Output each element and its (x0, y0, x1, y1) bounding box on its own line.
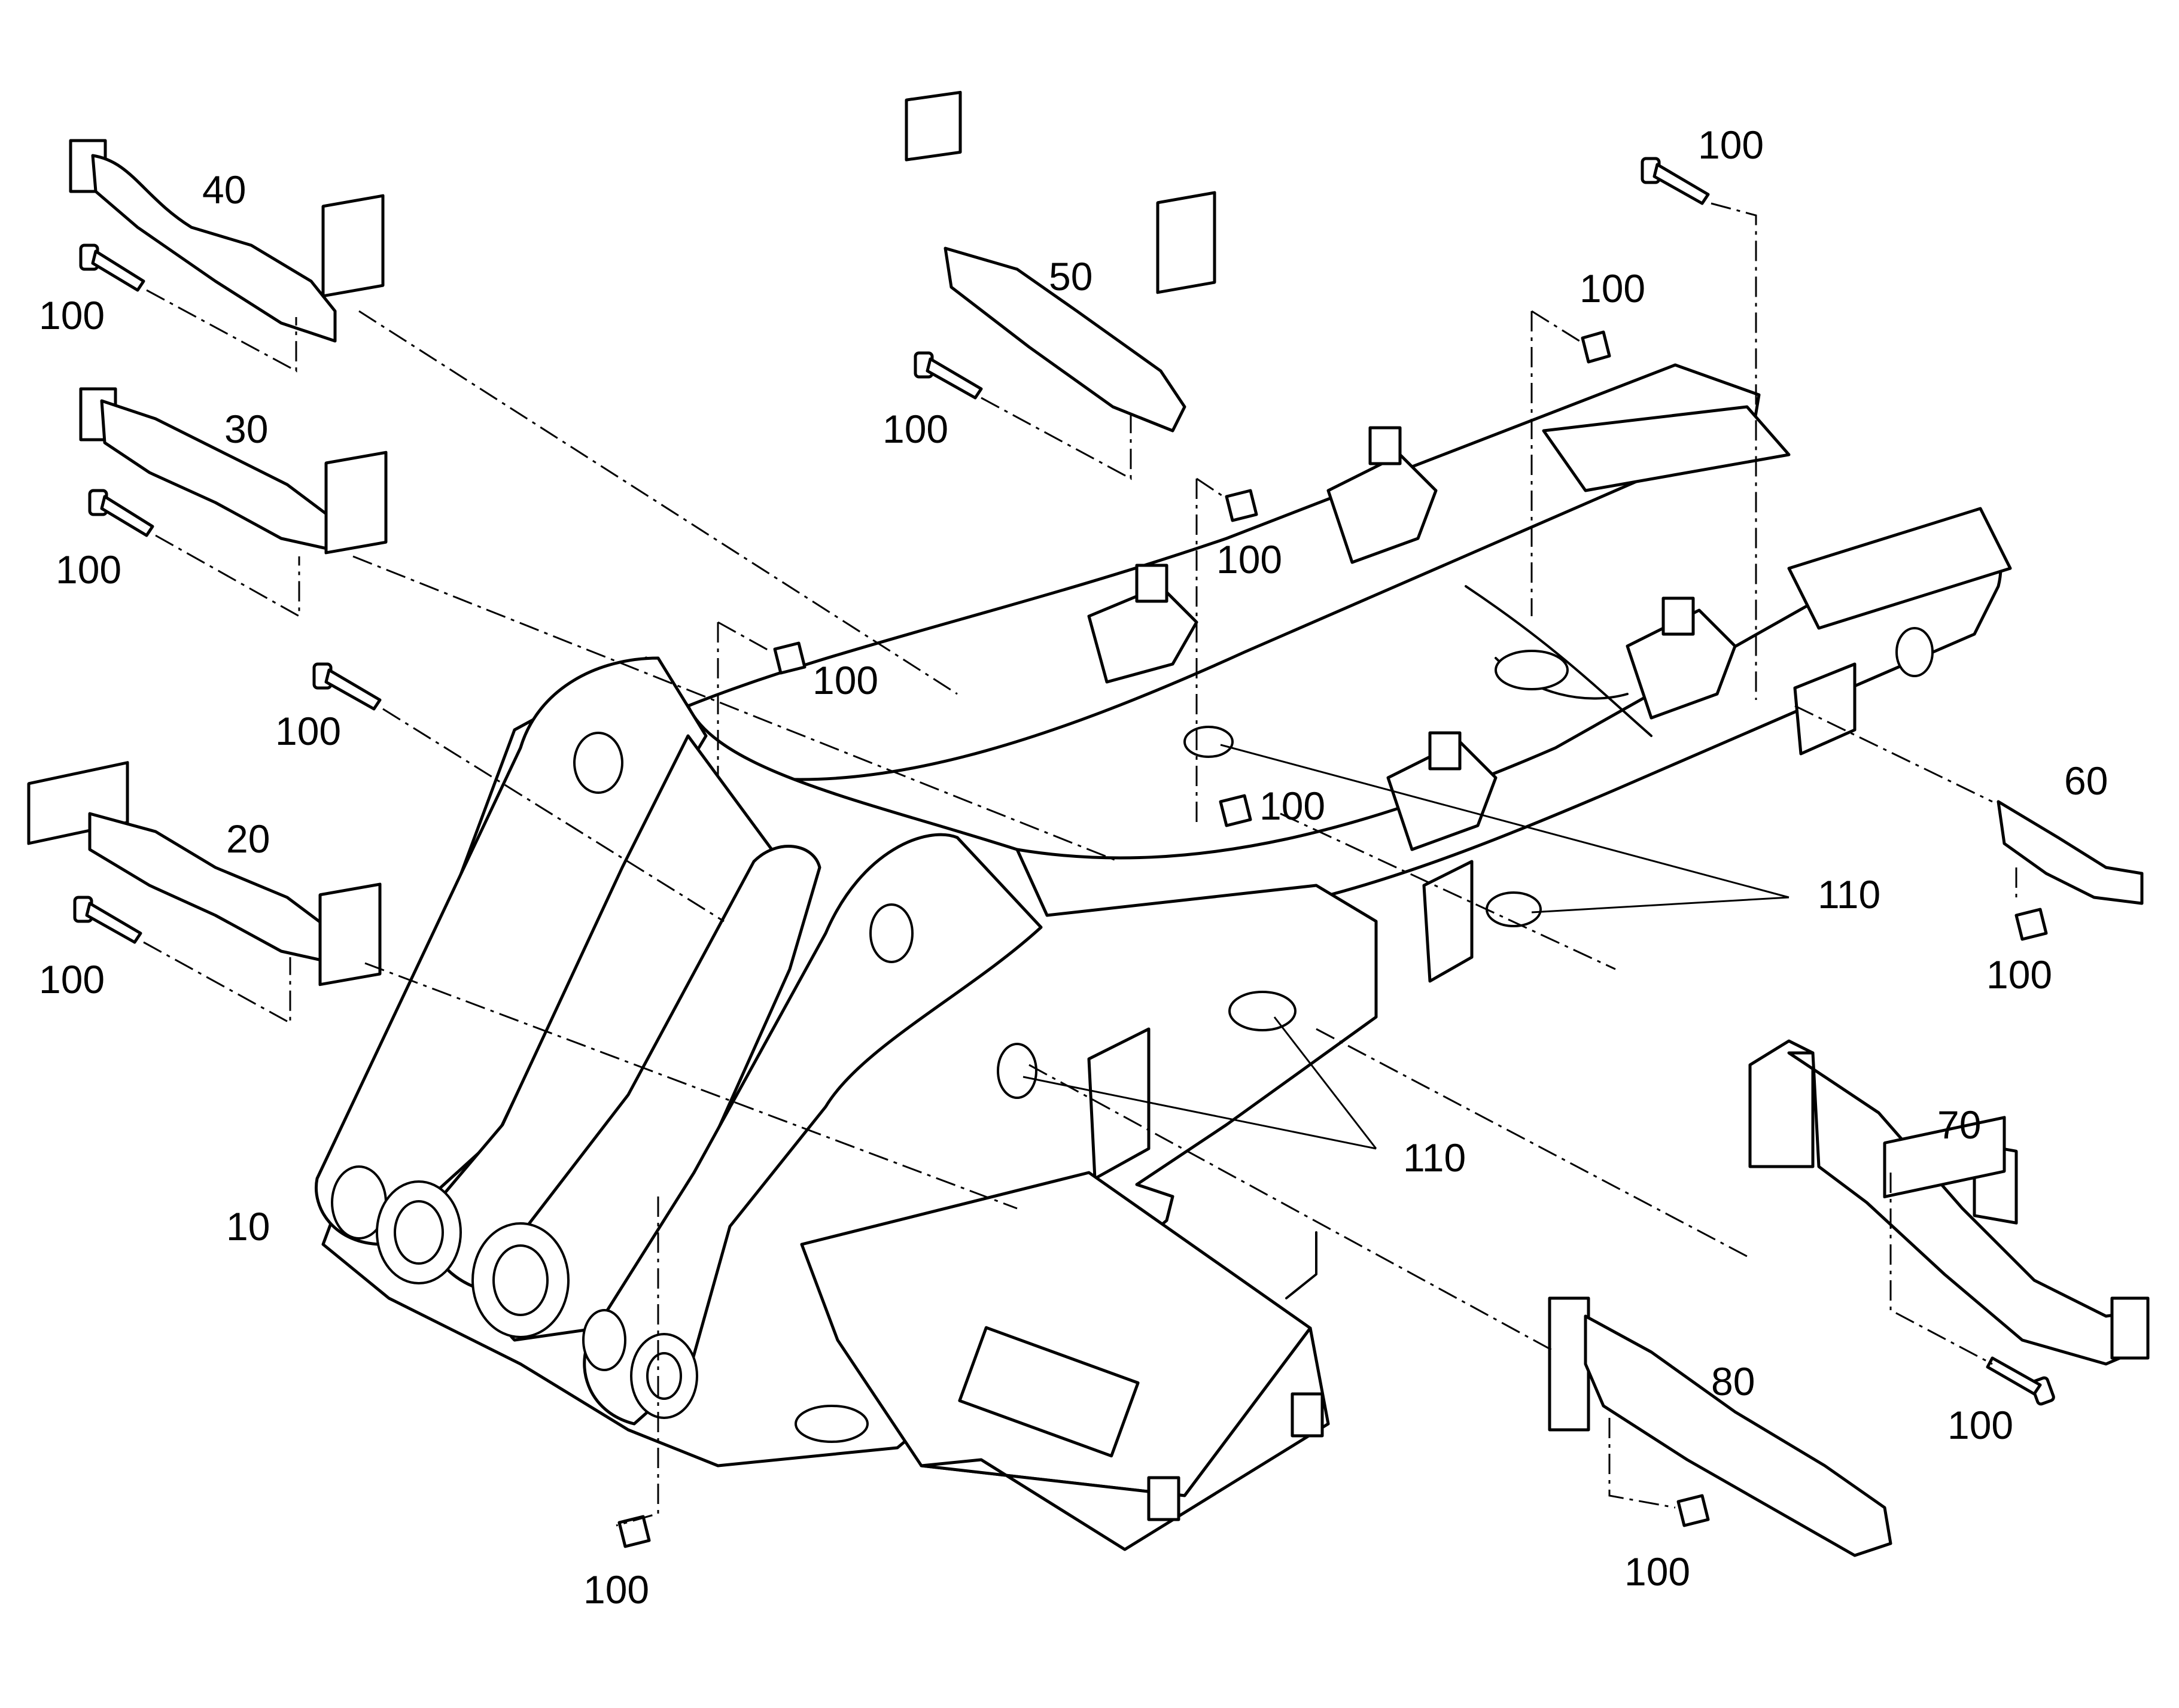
frame-rear-pad-right (1787, 507, 2012, 630)
side-plate-3 (1793, 662, 1857, 756)
bolt-30 (88, 489, 154, 537)
bore-lower-e-inner (646, 1352, 682, 1400)
frame-rear-pad-left (1542, 405, 1791, 492)
bushing-50 (1225, 489, 1258, 522)
callout-100-mid-bushing: 100 (812, 658, 878, 702)
leader-lines (143, 202, 2017, 1527)
callout-100-bracket-20: 100 (39, 957, 105, 1001)
bushing-top (1581, 330, 1611, 364)
main-frame (315, 363, 2012, 1551)
bushings (617, 330, 2048, 1548)
bolt-50 (914, 351, 983, 400)
bore-base (795, 1405, 869, 1443)
callout-100-bushing-50: 100 (1216, 537, 1282, 581)
callout-100-bottom-bushing: 100 (583, 1567, 649, 1612)
callout-100-top-right: 100 (1698, 123, 1764, 167)
callout-100-bracket-50: 100 (882, 407, 948, 451)
frame-arm-d (583, 833, 1043, 1426)
callout-30: 30 (224, 407, 268, 451)
front-deck-side (920, 1326, 1330, 1551)
callout-110-lower: 110 (1403, 1135, 1466, 1180)
bore-lower-c-inner (492, 1244, 549, 1316)
callout-100-mid-bolt: 100 (275, 709, 341, 753)
callout-100-top-bushing: 100 (1580, 266, 1645, 310)
lug-2-cap (1135, 564, 1168, 603)
frame-rear-bore (1895, 627, 1934, 677)
bushing-80 (1676, 1494, 1710, 1527)
lug-4-cap (1428, 731, 1462, 771)
bracket-40 (69, 139, 385, 343)
callout-10: 10 (226, 1204, 270, 1249)
bracket-70 (1748, 1039, 2150, 1366)
bore-top-d (869, 903, 914, 963)
lug-3-cap (1661, 596, 1695, 636)
callout-70: 70 (1937, 1103, 1981, 1147)
callout-80: 80 (1711, 1359, 1755, 1403)
side-plate-1 (1087, 1027, 1151, 1180)
front-deck-bracket-2 (1291, 1392, 1324, 1438)
bore-lower-d (582, 1309, 626, 1371)
callout-100-bushing-80: 100 (1624, 1549, 1690, 1594)
pointer-lines (1022, 744, 1790, 1150)
side-plate-2 (1422, 860, 1474, 983)
slot-110-c (1228, 991, 1297, 1031)
bore-top-a (573, 732, 623, 794)
front-deck-hook (1285, 1231, 1317, 1299)
callout-labels: 10 20 30 40 50 60 70 80 100 100 100 100 … (39, 123, 2108, 1612)
bolt-mid-left (312, 662, 382, 711)
bolt-20 (73, 896, 142, 944)
bracket-80 (1548, 1116, 2006, 1557)
front-deck-panel (958, 1326, 1140, 1458)
callout-100-bracket-30: 100 (56, 547, 121, 592)
front-deck-bracket-1 (1147, 1476, 1180, 1521)
callout-40: 40 (202, 168, 246, 212)
callout-50: 50 (1049, 254, 1092, 299)
callout-100-bracket-40: 100 (39, 293, 105, 337)
bracket-50 (905, 90, 1216, 433)
bushing-60 (2014, 908, 2048, 941)
bushing-bottom (617, 1515, 651, 1548)
callout-60: 60 (2064, 759, 2108, 803)
bolts (73, 157, 2055, 1406)
bolt-40 (79, 243, 145, 292)
callout-100-bushing-60: 100 (1986, 952, 2052, 997)
callout-110-upper: 110 (1818, 872, 1880, 917)
bolt-top-right (1641, 157, 1710, 205)
frame-center-hole (1495, 650, 1569, 690)
lug-1-cap (1368, 426, 1402, 465)
bushing-center (1219, 794, 1252, 827)
bushing-mid (773, 641, 807, 675)
bracket-20 (27, 761, 382, 987)
bore-lower-b-inner (394, 1200, 444, 1265)
bolt-70 (1986, 1356, 2055, 1406)
slot-110-a (1183, 726, 1234, 758)
callout-100-center-bushing: 100 (1259, 784, 1325, 828)
callout-100-bolt-70: 100 (1947, 1403, 2013, 1447)
slot-110-d (997, 1043, 1037, 1099)
callout-20: 20 (226, 817, 270, 861)
bracket-30 (79, 387, 388, 555)
